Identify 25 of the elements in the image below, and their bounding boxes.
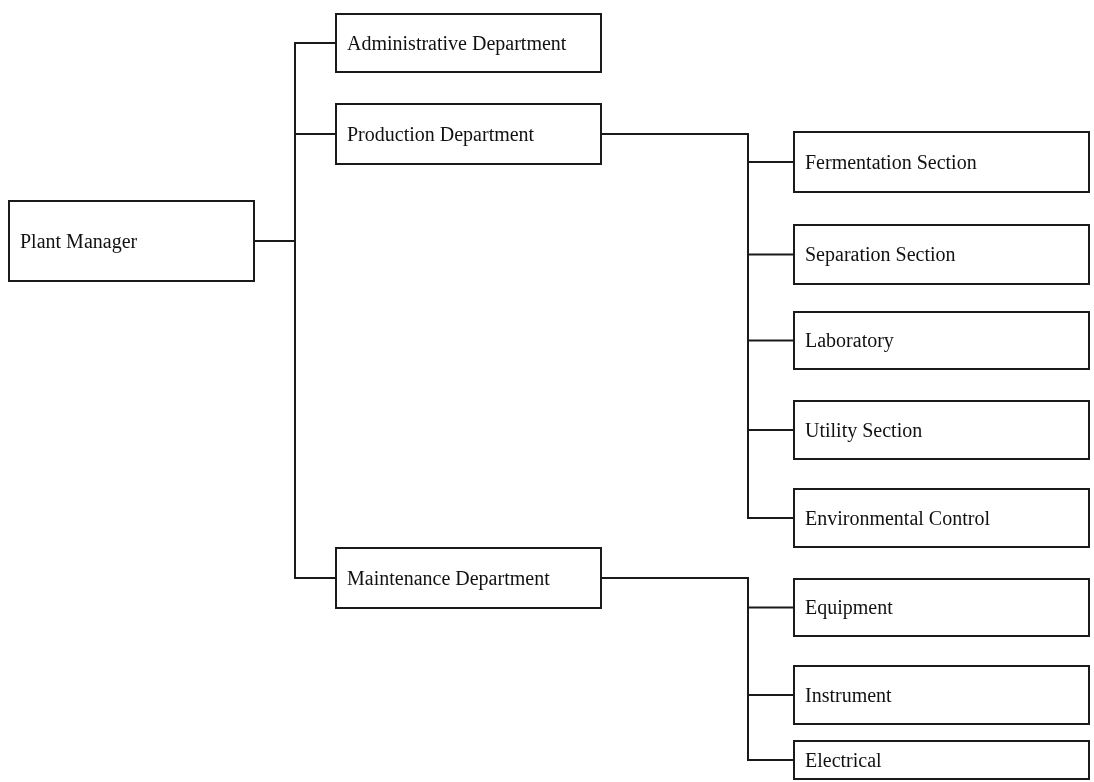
org-box [793,311,1090,370]
unit-label: Separation Section [805,243,956,266]
org-box [793,578,1090,637]
org-box [793,665,1090,725]
org-box [793,131,1090,193]
org-box [793,488,1090,548]
unit-label: Utility Section [805,418,923,442]
unit-label: Production Department [347,122,535,146]
org-box [793,224,1090,285]
unit-label: Laboratory [805,329,894,352]
org-box [793,740,1090,780]
org-box [335,547,602,609]
connector-line [601,577,794,761]
unit-label: Instrument [805,683,892,707]
unit-label: Plant Manager [20,229,138,253]
org-box [335,103,602,165]
unit-label: Fermentation Section [805,150,977,174]
unit-label: Electrical [805,748,882,772]
unit-label: Equipment [805,596,893,619]
org-box [8,200,255,282]
org-box [793,400,1090,460]
org-box [335,13,602,73]
unit-label: Administrative Department [347,31,567,55]
unit-label: Environmental Control [805,506,990,530]
unit-label: Maintenance Department [347,566,550,590]
